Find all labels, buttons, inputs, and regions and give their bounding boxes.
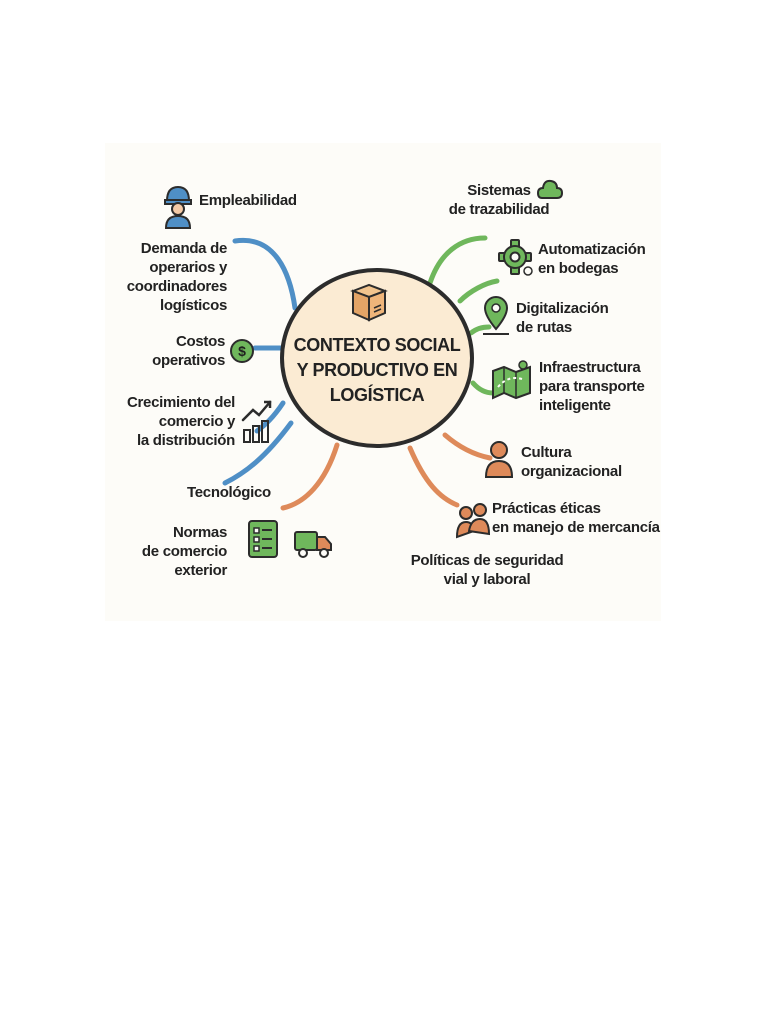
topic-normas-comercio: Normas de comercio exterior <box>141 524 227 579</box>
connector-demanda <box>232 237 298 311</box>
delivery-truck-icon <box>293 526 333 565</box>
topic-cultura-organizacional: Cultura organizacional <box>521 444 622 480</box>
topic-digitalizacion-rutas: Digitalización de rutas <box>516 300 609 336</box>
connector-sistemas <box>427 235 488 286</box>
topic-costos-operativos: Costos operativos <box>152 333 225 369</box>
connector-digitalizacion <box>468 324 492 336</box>
topic-infraestructura-transporte: Infraestructura para transporte intelige… <box>539 359 645 414</box>
connector-normas <box>280 442 340 511</box>
topic-practicas-eticas: Prácticas éticas en manejo de mercancía <box>492 500 660 536</box>
topic-politicas-seguridad: Políticas de seguridad vial y laboral <box>410 552 564 588</box>
connector-cultura <box>442 432 493 461</box>
topic-automatizacion-bodegas: Automatización en bodegas <box>538 241 646 277</box>
connector-automatizacion <box>457 278 500 304</box>
worker-helmet-icon <box>163 183 193 234</box>
growth-chart-icon <box>240 398 274 449</box>
central-title: CONTEXTO SOCIAL Y PRODUCTIVO EN LOGÍSTIC… <box>293 335 461 405</box>
connector-infraestructura <box>470 380 496 396</box>
person-icon <box>484 439 514 484</box>
cloud-icon <box>536 177 564 206</box>
map-icon <box>490 359 534 410</box>
topic-sistemas-trazabilidad: Sistemas de trazabilidad <box>448 182 550 218</box>
map-pin-icon <box>481 295 513 342</box>
dollar-coin-icon: $ <box>229 338 255 369</box>
mind-map-canvas: Empleabilidad Demanda de operarios y coo… <box>105 143 661 621</box>
topic-tecnologico: Tecnológico <box>187 484 271 501</box>
topic-crecimiento-comercio: Crecimiento del comercio y la distribuci… <box>126 394 235 449</box>
svg-text:$: $ <box>238 343 246 359</box>
checklist-icon <box>247 519 279 564</box>
gear-icon <box>498 239 534 282</box>
handshake-icon <box>455 501 491 544</box>
topic-demanda-operarios: Demanda de operarios y coordinadores log… <box>126 240 228 314</box>
connector-tecnologico <box>222 420 294 486</box>
box-icon <box>347 281 391 328</box>
topic-empleabilidad: Empleabilidad <box>199 192 297 209</box>
connector-practicas <box>407 445 460 508</box>
connector-lines <box>222 235 500 511</box>
